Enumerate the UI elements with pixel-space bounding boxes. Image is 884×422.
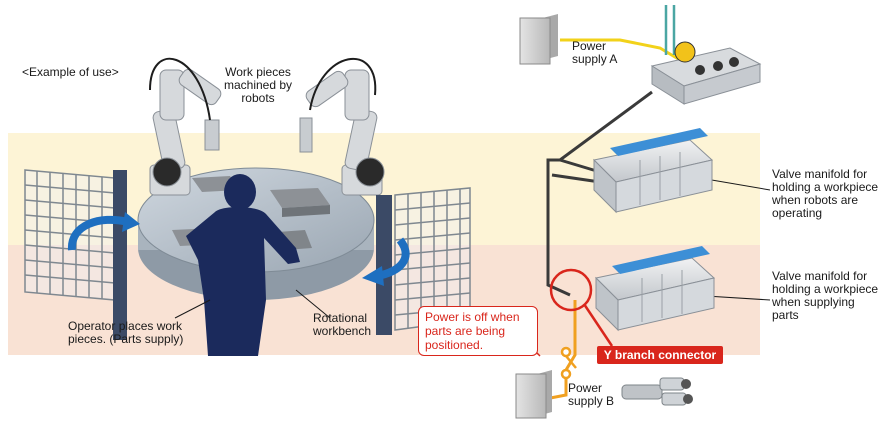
valve-manifold-top <box>592 128 714 214</box>
operator-figure <box>186 174 300 356</box>
operator-label: Operator places work pieces. (Parts supp… <box>68 319 184 346</box>
example-of-use-label: <Example of use> <box>22 65 119 79</box>
robot-arm-right <box>299 69 385 196</box>
y-connector-highlight <box>549 268 593 312</box>
fence-left <box>24 169 127 340</box>
power-off-note: Power is off when parts are being positi… <box>418 306 538 356</box>
leader-lines <box>174 177 771 319</box>
y-connector-product <box>621 377 693 406</box>
rotation-arrow-left <box>67 215 129 251</box>
work-pieces-label: Work pieces machined by robots <box>223 65 293 105</box>
robot-cable-right <box>309 57 377 111</box>
robot-cable-left <box>149 57 211 121</box>
y-branch-connector-badge: Y branch connector <box>597 346 723 364</box>
rotation-arrow-right <box>376 237 410 280</box>
robot-arm-left <box>149 68 222 196</box>
valve-manifold-bottom <box>594 246 716 332</box>
workbench-label: Rotational workbench <box>313 311 372 338</box>
valve-manifold-top-label: Valve manifold for holding a workpiece w… <box>772 167 879 220</box>
cable-yellow-a <box>560 38 681 62</box>
power-supply-a-label: Power supply A <box>572 39 618 66</box>
power-supply-b-box <box>515 370 552 419</box>
switch-symbol <box>560 346 577 380</box>
power-supply-b-label: Power supply B <box>568 381 615 408</box>
power-supply-a-box <box>519 14 558 65</box>
cable-dark-main <box>546 90 653 297</box>
network-hub <box>650 41 762 105</box>
cable-dark-branch <box>551 158 601 184</box>
valve-manifold-bottom-label: Valve manifold for holding a workpiece w… <box>772 269 879 322</box>
cable-teal <box>664 5 676 55</box>
